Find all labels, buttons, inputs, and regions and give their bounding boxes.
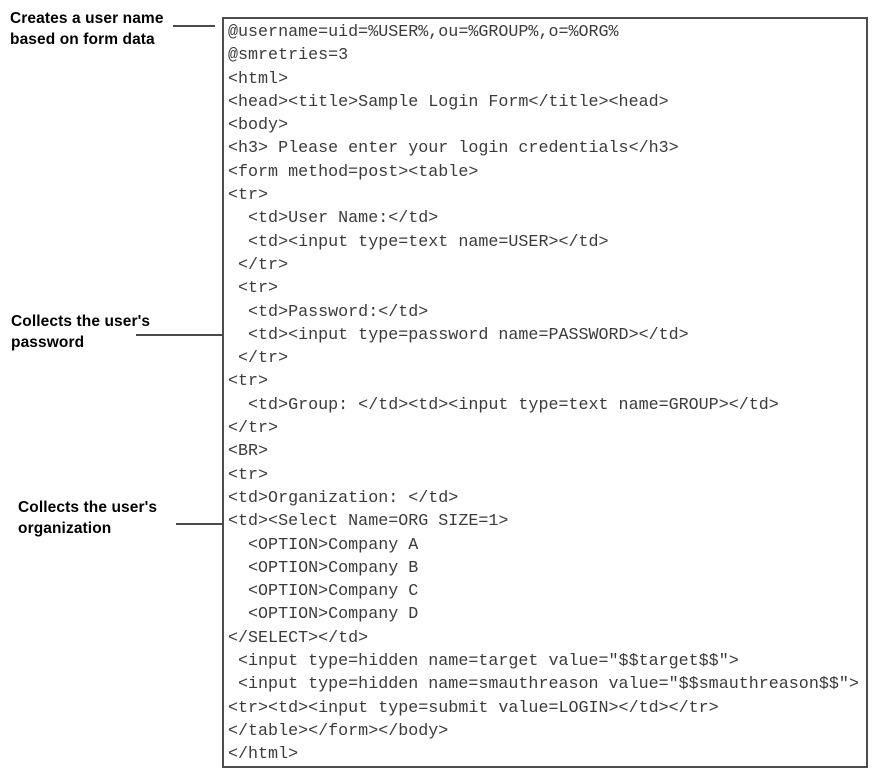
callout-organization-label: Collects the user's organization [18, 499, 158, 537]
callout-username-pointer-line [173, 25, 215, 27]
callout-organization-pointer-line [176, 523, 222, 525]
callout-username-label: Creates a user name based on form data [10, 10, 164, 48]
login-form-code-listing: @username=uid=%USER%,ou=%GROUP%,o=%ORG% … [228, 23, 859, 765]
callout-password-label: Collects the user's password [11, 313, 151, 351]
code-listing-box: @username=uid=%USER%,ou=%GROUP%,o=%ORG% … [222, 17, 868, 768]
callout-password-pointer-line [136, 334, 246, 336]
